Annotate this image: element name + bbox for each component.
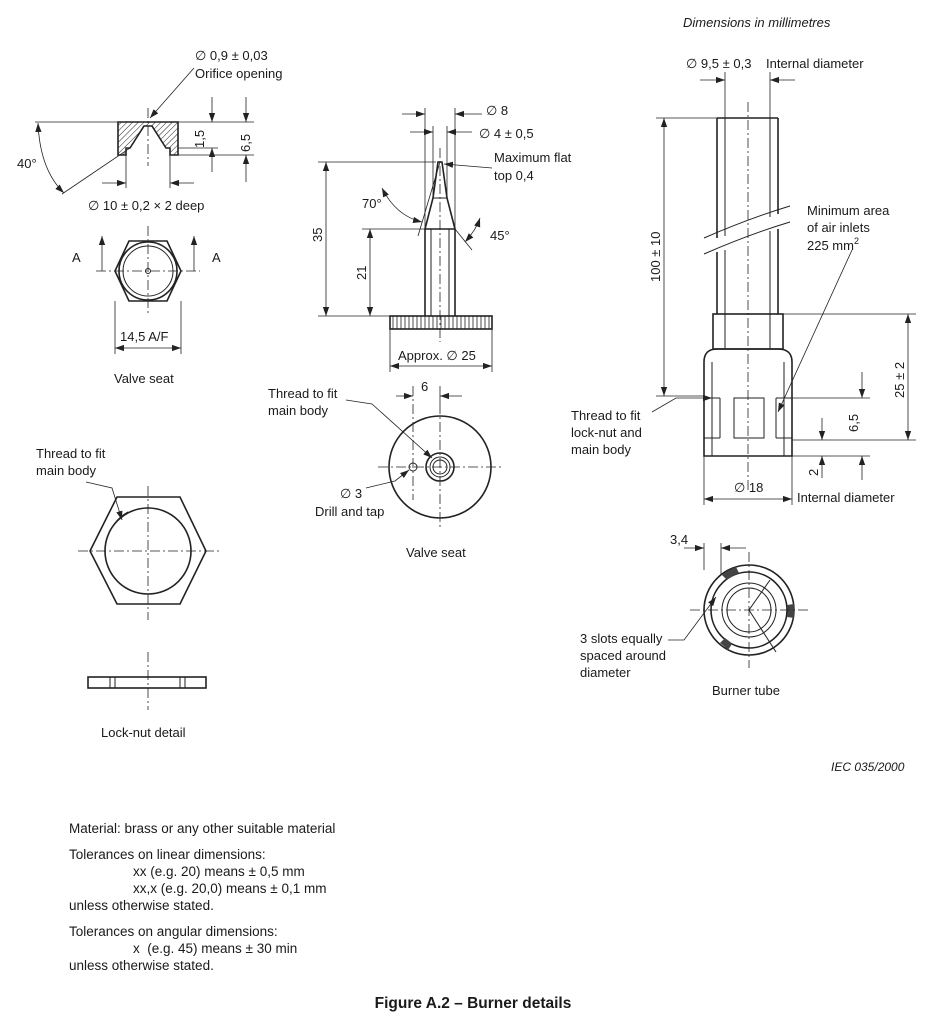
figure-caption: Figure A.2 – Burner details [374,995,572,1012]
air-3: 225 mm2 [807,236,859,253]
drill-1: ∅ 3 [340,486,362,501]
angular-tol-end: unless otherwise stated. [69,958,214,973]
tube-thread-1: Thread to fit [571,408,641,423]
len-21: 21 [354,266,369,280]
needle-dia8: ∅ 8 [486,103,508,118]
slots-2: spaced around [580,648,666,663]
lock-nut-view: Thread to fit main body Lock-nut detail [36,446,220,740]
len-100: 100 ± 10 [648,231,663,282]
technical-drawing: Dimensions in millimetres ∅ 0,9 ± 0,03 O… [17,15,916,774]
valve-seat-round-view: 6 Thread to fit main body ∅ 3 Drill and … [268,379,502,560]
tube-dia: ∅ 9,5 ± 0,3 [686,56,751,71]
linear-tol-1: xx (e.g. 20) means ± 0,5 mm [133,864,305,879]
tube-internal-1: Internal diameter [766,56,864,71]
angle-70: 70° [362,196,382,211]
dim-3-4: 3,4 [670,532,688,547]
tube-thread-2: lock-nut and [571,425,642,440]
burner-tube-caption: Burner tube [712,683,780,698]
valve-seat-caption-2: Valve seat [406,545,466,560]
valve-seat-hex-view: A A 14,5 A/F Valve seat [72,226,221,386]
locknut-thread-1: Thread to fit [36,446,106,461]
seat-thread-2: main body [268,403,328,418]
material-note: Material: brass or any other suitable ma… [69,821,336,836]
units-note: Dimensions in millimetres [683,15,831,30]
iec-reference: IEC 035/2000 [831,760,905,774]
dia-18: ∅ 18 [734,480,763,495]
bore-dim: ∅ 10 ± 0,2 × 2 deep [88,198,204,213]
af-dim: 14,5 A/F [120,329,168,344]
needle-dia4: ∅ 4 ± 0,5 [479,126,534,141]
linear-tol-title: Tolerances on linear dimensions: [69,847,266,862]
dim-2: 2 [806,469,821,476]
angle-40: 40° [17,156,37,171]
needle-side-view: ∅ 8 ∅ 4 ± 0,5 Maximum flat top 0,4 70° 4… [310,103,572,372]
drill-2: Drill and tap [315,504,384,519]
tube-internal-2: Internal diameter [797,490,895,505]
len-25: 25 ± 2 [892,362,907,398]
angle-45: 45° [490,228,510,243]
air-2: of air inlets [807,220,870,235]
angular-tol-title: Tolerances on angular dimensions: [69,924,278,939]
len-35: 35 [310,228,325,242]
dim-6-5-tube: 6,5 [846,414,861,432]
orifice-dia: ∅ 0,9 ± 0,03 [195,48,268,63]
valve-seat-caption-1: Valve seat [114,371,174,386]
approx-dia25: Approx. ∅ 25 [398,348,476,363]
flat-top-1: Maximum flat [494,150,572,165]
dim-1-5: 1,5 [192,130,207,148]
notes-block: Material: brass or any other suitable ma… [69,820,669,974]
locknut-caption: Lock-nut detail [101,725,186,740]
linear-tol-2: xx,x (e.g. 20,0) means ± 0,1 mm [133,881,327,896]
orifice-label: Orifice opening [195,66,282,81]
locknut-thread-2: main body [36,463,96,478]
section-a-left: A [72,250,81,265]
slots-1: 3 slots equally [580,631,663,646]
air-1: Minimum area [807,203,890,218]
slots-3: diameter [580,665,631,680]
angular-tol-1: x (e.g. 45) means ± 30 min [133,941,298,956]
burner-tube-end-view: 3,4 3 slots equally spaced around diamet… [580,532,808,698]
section-a-right: A [212,250,221,265]
flat-top-2: top 0,4 [494,168,534,183]
valve-seat-section: ∅ 0,9 ± 0,03 Orifice opening 40° 1,5 6,5… [17,48,282,213]
tube-thread-3: main body [571,442,631,457]
linear-tol-end: unless otherwise stated. [69,898,214,913]
dim-6: 6 [421,379,428,394]
dim-6-5: 6,5 [238,134,253,152]
burner-tube-side-view: ∅ 9,5 ± 0,3 Internal diameter Minimum ar… [571,56,916,505]
seat-thread-1: Thread to fit [268,386,338,401]
